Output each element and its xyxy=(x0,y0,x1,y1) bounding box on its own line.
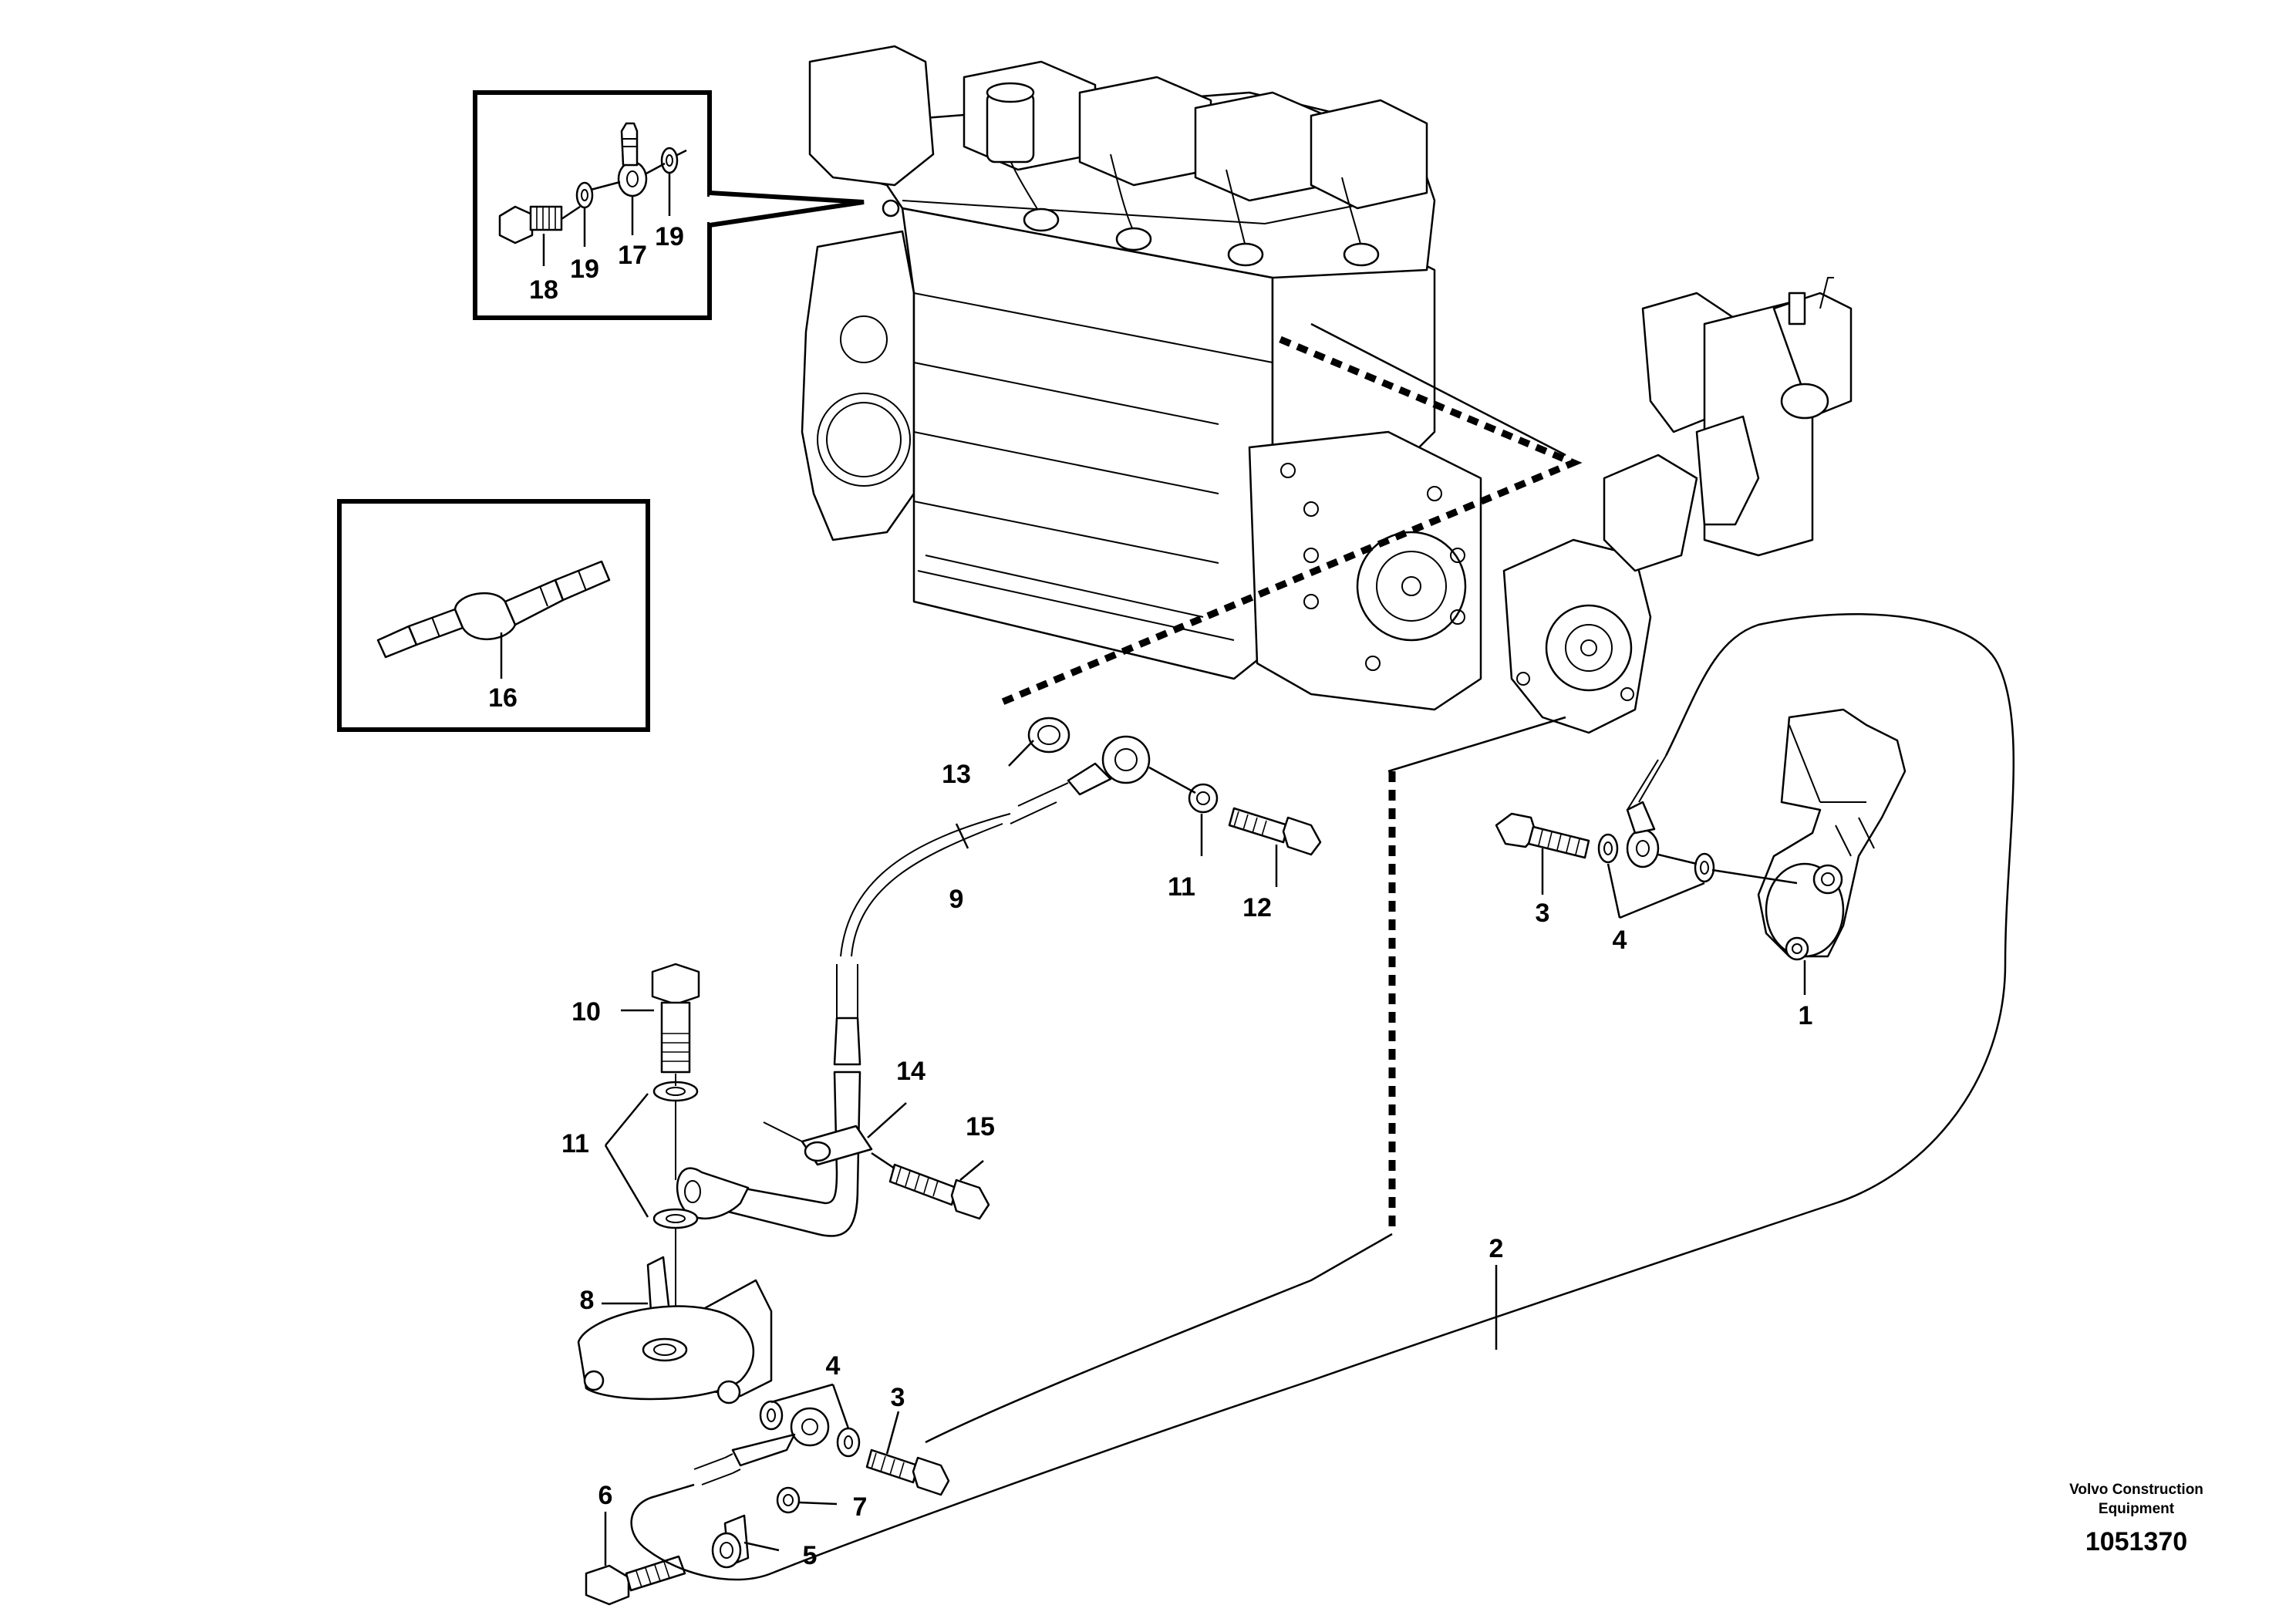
callout-17: 17 xyxy=(618,241,647,270)
callout-3: 3 xyxy=(891,1383,905,1412)
callout-labels: 13 9 11 12 10 14 15 11 8 4 3 7 5 6 2 3 4… xyxy=(561,740,1812,1570)
reference-block: Volvo Construction Equipment 1051370 xyxy=(2069,1482,2203,1556)
callout-7: 7 xyxy=(853,1492,868,1522)
callout-8: 8 xyxy=(580,1286,595,1315)
dashed-route-upper xyxy=(1001,336,1583,706)
fuel-line-2 xyxy=(630,612,2015,1581)
callout-12: 12 xyxy=(1242,893,1272,922)
callout-4: 4 xyxy=(826,1351,841,1381)
engine-block xyxy=(801,45,1482,711)
lower-fitting-assembly xyxy=(585,1383,950,1606)
callout-1: 1 xyxy=(1799,1001,1813,1030)
fuel-pipe-assembly xyxy=(577,717,1322,1404)
reference-number: 1051370 xyxy=(2085,1527,2187,1556)
callout-14: 14 xyxy=(896,1057,925,1086)
brand-line-1: Volvo Construction xyxy=(2069,1482,2203,1498)
brand-line-2: Equipment xyxy=(2099,1501,2175,1517)
callout-15: 15 xyxy=(966,1112,995,1141)
primer-pump-assembly xyxy=(1495,708,1907,995)
callout-4: 4 xyxy=(1613,926,1627,955)
callout-13: 13 xyxy=(942,760,971,789)
callout-11: 11 xyxy=(561,1129,589,1158)
callout-18: 18 xyxy=(529,275,558,305)
fuel-injection-pump xyxy=(1502,277,1853,734)
inset-fitting-detail: 18 19 17 19 xyxy=(473,90,865,320)
callout-19: 19 xyxy=(655,222,684,251)
route-leader xyxy=(1310,322,1566,457)
callout-11: 11 xyxy=(1168,872,1195,902)
callout-6: 6 xyxy=(598,1481,613,1510)
callout-5: 5 xyxy=(803,1541,818,1570)
callout-16: 16 xyxy=(488,683,518,713)
callout-2: 2 xyxy=(1489,1234,1504,1263)
inset-hose-connector: 16 xyxy=(337,499,650,732)
callout-19: 19 xyxy=(570,255,599,284)
fuel-line-2-return xyxy=(925,716,1566,1444)
callout-9: 9 xyxy=(949,885,964,914)
callout-3: 3 xyxy=(1536,899,1550,928)
callout-10: 10 xyxy=(571,997,601,1027)
